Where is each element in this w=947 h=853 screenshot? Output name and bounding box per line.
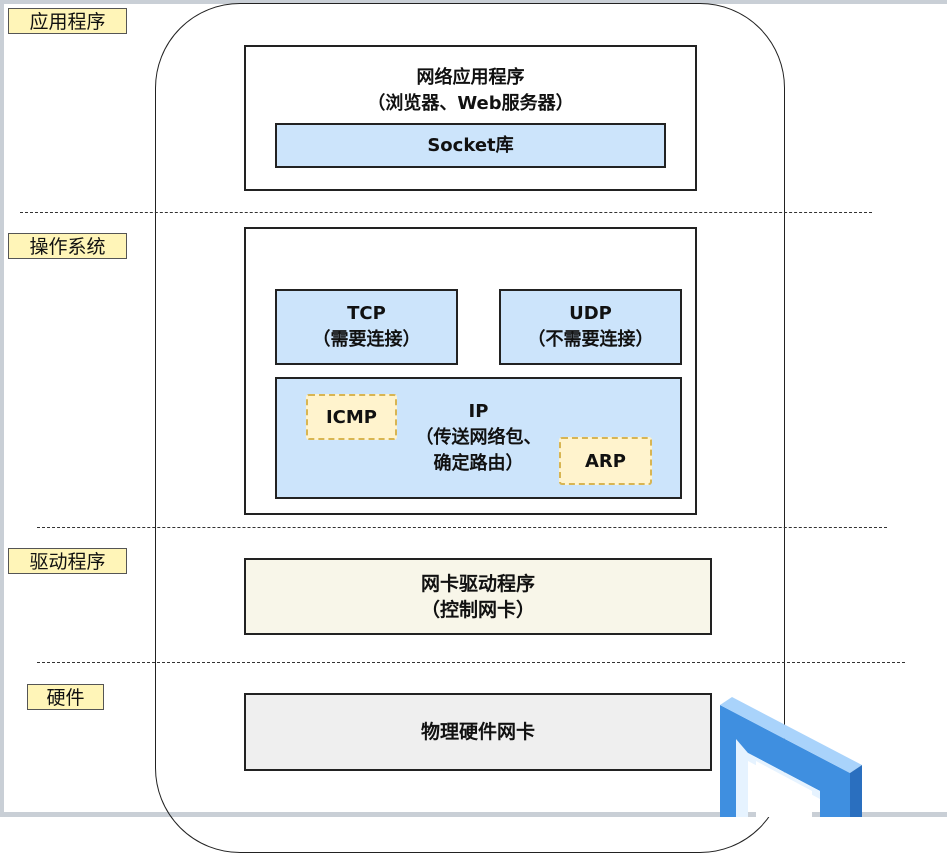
driver-line1: 网卡驱动程序 — [420, 572, 535, 595]
ip-line2: （传送网络包、 — [415, 427, 542, 448]
udp-box: UDP （不需要连接） — [499, 289, 682, 365]
arp-label: ARP — [585, 450, 626, 472]
layer-label-hardware: 硬件 — [27, 684, 104, 710]
tcp-line2: （需要连接） — [312, 329, 421, 350]
icmp-box: ICMP — [306, 394, 397, 440]
hardware-label: 物理硬件网卡 — [420, 721, 535, 743]
socket-library-box: Socket库 — [275, 123, 666, 168]
app-title-line1: 网络应用程序 — [416, 67, 525, 88]
divider-app-os — [20, 212, 872, 213]
divider-driver-hardware — [37, 662, 905, 663]
divider-os-driver — [37, 527, 887, 528]
udp-line1: UDP — [569, 303, 612, 324]
nic-driver-box: 网卡驱动程序 （控制网卡） — [244, 558, 712, 635]
udp-line2: （不需要连接） — [527, 329, 654, 350]
network-application-box: 网络应用程序 （浏览器、Web服务器） — [244, 45, 697, 191]
layer-label-os: 操作系统 — [8, 233, 127, 259]
socket-label: Socket库 — [427, 134, 514, 156]
icmp-label: ICMP — [325, 406, 377, 428]
arp-box: ARP — [559, 437, 652, 485]
physical-nic-box: 物理硬件网卡 — [244, 693, 712, 771]
app-title-line2: （浏览器、Web服务器） — [367, 93, 574, 114]
layer-label-application: 应用程序 — [8, 8, 127, 34]
ip-line1: IP — [468, 401, 489, 422]
window-frame-top — [0, 0, 947, 4]
window-frame-bottom — [0, 812, 947, 817]
ip-line3: 确定路由） — [433, 453, 524, 474]
tcp-line1: TCP — [347, 303, 386, 324]
window-frame-left — [0, 0, 4, 817]
blue-bracket-shape-icon — [720, 697, 862, 817]
layer-label-driver: 驱动程序 — [8, 548, 127, 574]
driver-line2: （控制网卡） — [420, 598, 535, 621]
tcp-box: TCP （需要连接） — [275, 289, 458, 365]
